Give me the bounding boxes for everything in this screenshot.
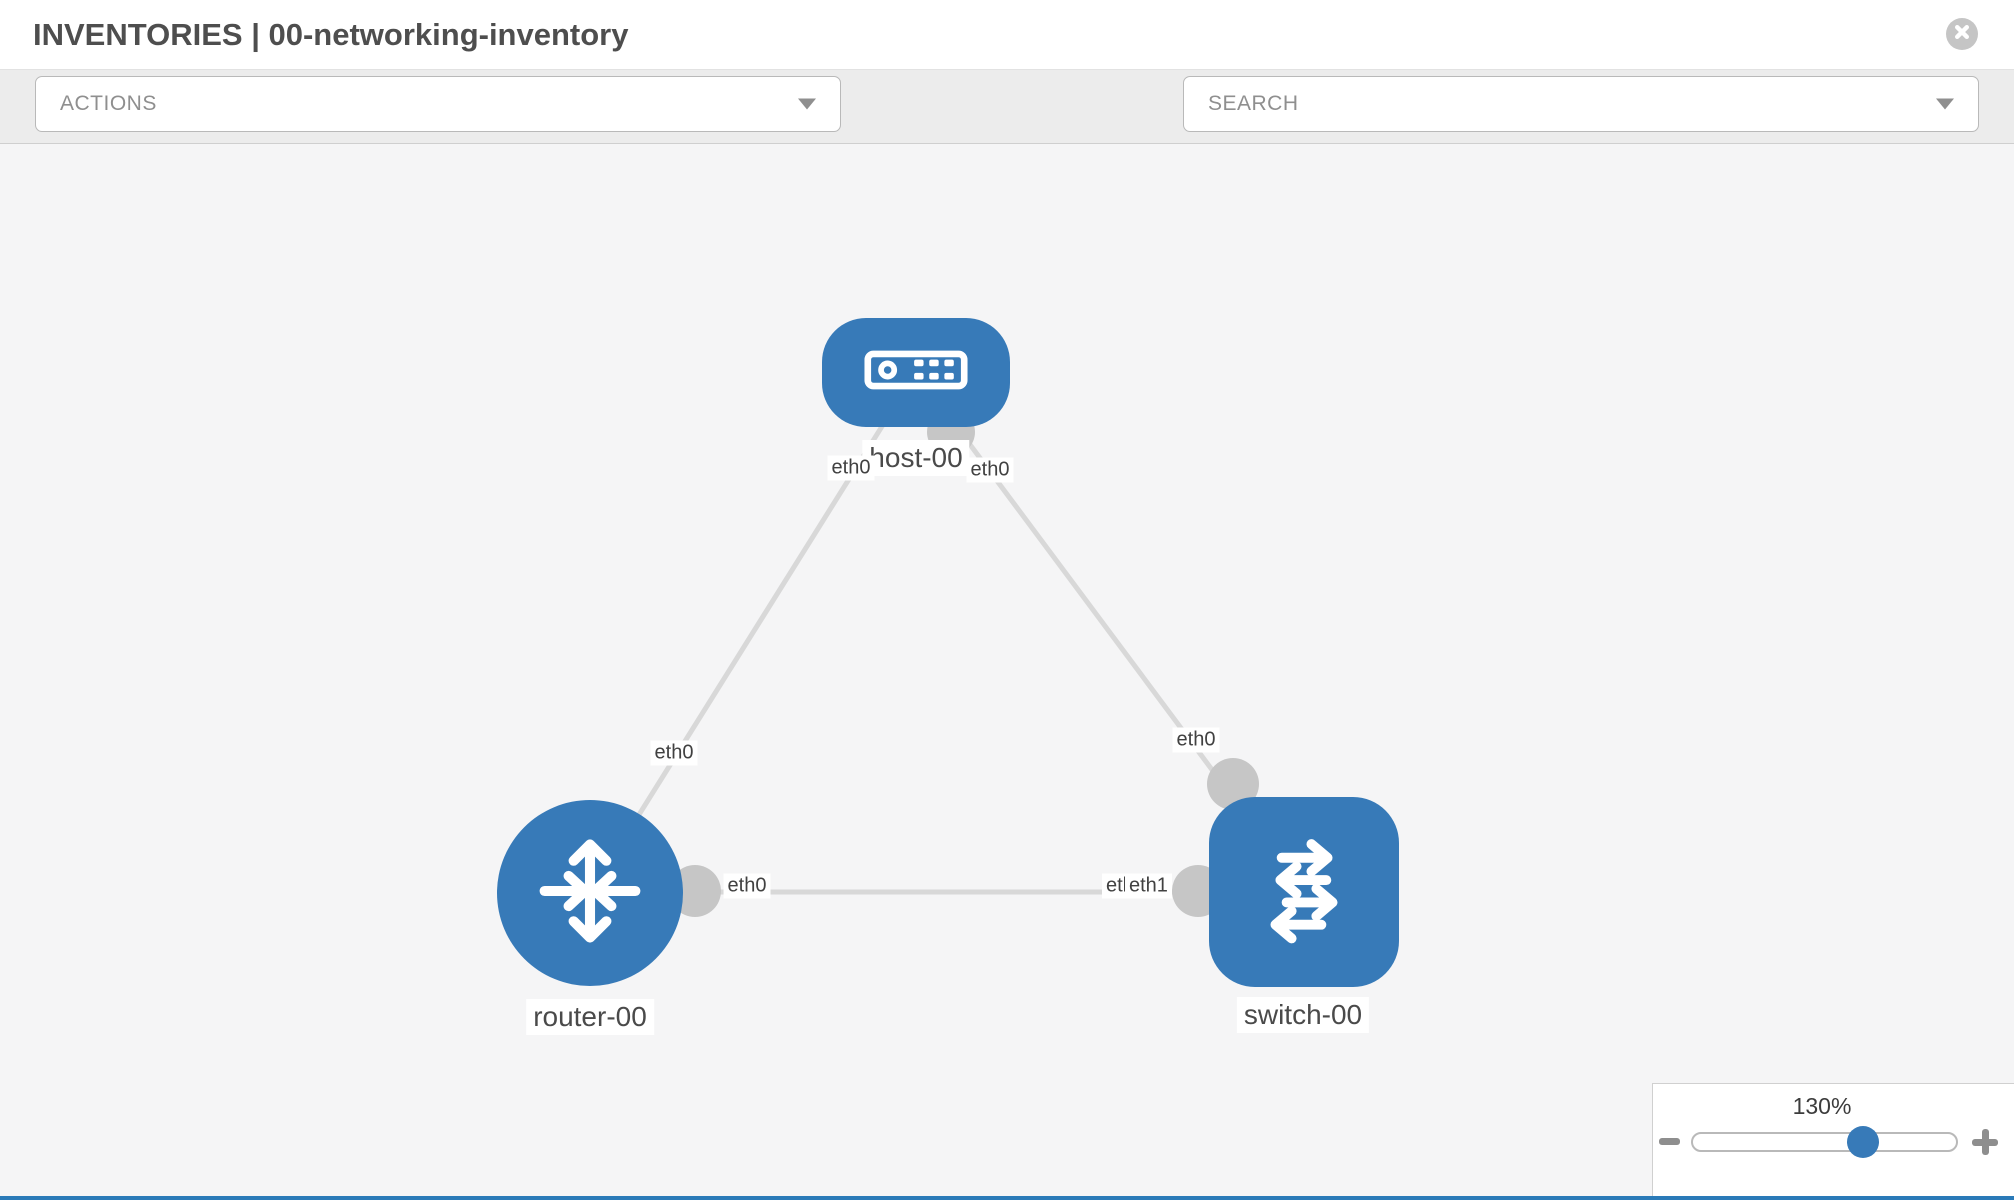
node-label-router: router-00 <box>526 999 654 1035</box>
zoom-level-value: 130% <box>1792 1093 1852 1119</box>
node-host-00[interactable] <box>822 318 1010 427</box>
zoom-slider-thumb[interactable] <box>1847 1126 1879 1158</box>
zoom-slider-track[interactable] <box>1691 1132 1958 1152</box>
close-button[interactable] <box>1946 18 1978 50</box>
host-icon <box>864 350 968 395</box>
actions-dropdown-value: ACTIONS <box>60 92 157 115</box>
node-router-00[interactable] <box>497 800 683 986</box>
zoom-out-button[interactable] <box>1659 1138 1680 1145</box>
node-label-host: host-00 <box>862 440 970 476</box>
toolbar: ACTIONS SEARCH <box>0 70 2014 144</box>
zoom-in-button[interactable] <box>1971 1129 1999 1155</box>
iface-label-switch-middle-front: eth1 <box>1125 873 1172 899</box>
bottom-accent-bar <box>0 1196 2014 1200</box>
actions-dropdown[interactable]: ACTIONS <box>35 76 841 132</box>
node-switch-00[interactable] <box>1209 797 1399 987</box>
search-dropdown[interactable]: SEARCH <box>1183 76 1979 132</box>
node-label-switch: switch-00 <box>1236 997 1370 1033</box>
close-icon <box>1954 24 1970 45</box>
search-dropdown-value: SEARCH <box>1208 92 1299 115</box>
iface-label-router-top: eth0 <box>650 740 698 766</box>
iface-label-switch-top: eth0 <box>1172 727 1220 753</box>
page-title: INVENTORIES | 00-networking-inventory <box>33 16 629 52</box>
plus-icon <box>1981 1129 1989 1155</box>
router-icon <box>527 828 653 959</box>
iface-label-host-right: eth0 <box>966 457 1014 483</box>
switch-icon <box>1242 828 1366 957</box>
iface-label-router-middle: eth0 <box>723 873 771 899</box>
chevron-down-icon <box>798 98 816 110</box>
zoom-control-panel: 130% <box>1652 1083 2014 1200</box>
topology-canvas[interactable] <box>0 144 2014 1200</box>
panel-header: INVENTORIES | 00-networking-inventory <box>0 0 2014 70</box>
chevron-down-icon <box>1936 98 1954 110</box>
iface-label-host-left: eth0 <box>827 455 875 481</box>
